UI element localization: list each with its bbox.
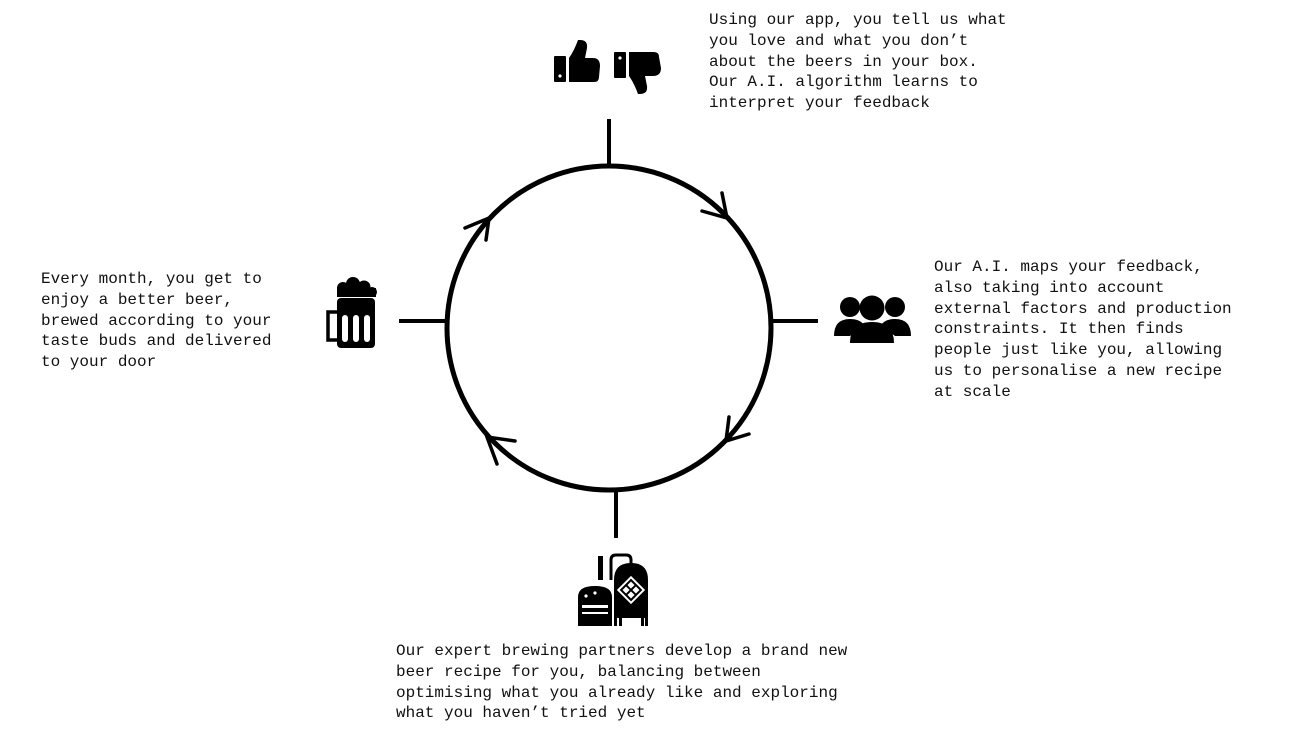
step-delivery-text: Every month, you get to enjoy a better b… [41, 269, 271, 373]
step-ai-line: constraints. It then finds [934, 320, 1184, 339]
step-delivery-line: brewed according to your [41, 311, 272, 330]
step-ai-line: at scale [934, 382, 1011, 401]
step-ai-line: external factors and production [934, 299, 1232, 318]
arrow-top-left [463, 215, 492, 242]
step-delivery-line: Every month, you get to [41, 270, 262, 288]
thumbs-down-icon [614, 52, 661, 94]
thumbs-up-down-icon [554, 40, 661, 94]
step-brewing-line: what you haven’t tried yet [396, 704, 646, 723]
people-group-icon [834, 295, 911, 343]
step-ai-mapping-text: Our A.I. maps your feedback, also taking… [934, 257, 1232, 403]
step-brewing-line: Our expert brewing partners develop a br… [396, 642, 848, 660]
step-ai-line: also taking into account [934, 278, 1165, 297]
step-ai-line: us to personalise a new recipe [934, 361, 1223, 380]
step-feedback-text: Using our app, you tell us what you love… [709, 10, 1007, 114]
step-delivery-line: to your door [41, 353, 157, 372]
thumbs-up-icon [554, 40, 600, 82]
step-feedback-line: about the beers in your box. [709, 52, 978, 71]
arrow-bottom-right [723, 415, 751, 444]
arrow-bottom-left [484, 434, 517, 466]
step-ai-line: Our A.I. maps your feedback, [934, 258, 1203, 276]
step-delivery-line: enjoy a better beer, [41, 290, 234, 309]
beer-mug-icon [326, 277, 377, 348]
cycle-ring [444, 163, 774, 493]
step-brewing-line: beer recipe for you, balancing between [396, 662, 761, 681]
step-feedback-line: Using our app, you tell us what [709, 11, 1007, 29]
brewery-tanks-icon [578, 553, 648, 626]
step-feedback-line: you love and what you don’t [709, 31, 969, 50]
step-brewing-line: optimising what you already like and exp… [396, 683, 838, 702]
step-feedback-line: Our A.I. algorithm learns to [709, 73, 978, 92]
step-ai-line: people just like you, allowing [934, 341, 1223, 360]
arrow-top-right [700, 191, 730, 221]
step-brewing-text: Our expert brewing partners develop a br… [396, 641, 847, 724]
step-delivery-line: taste buds and delivered [41, 332, 272, 351]
step-feedback-line: interpret your feedback [709, 94, 930, 113]
